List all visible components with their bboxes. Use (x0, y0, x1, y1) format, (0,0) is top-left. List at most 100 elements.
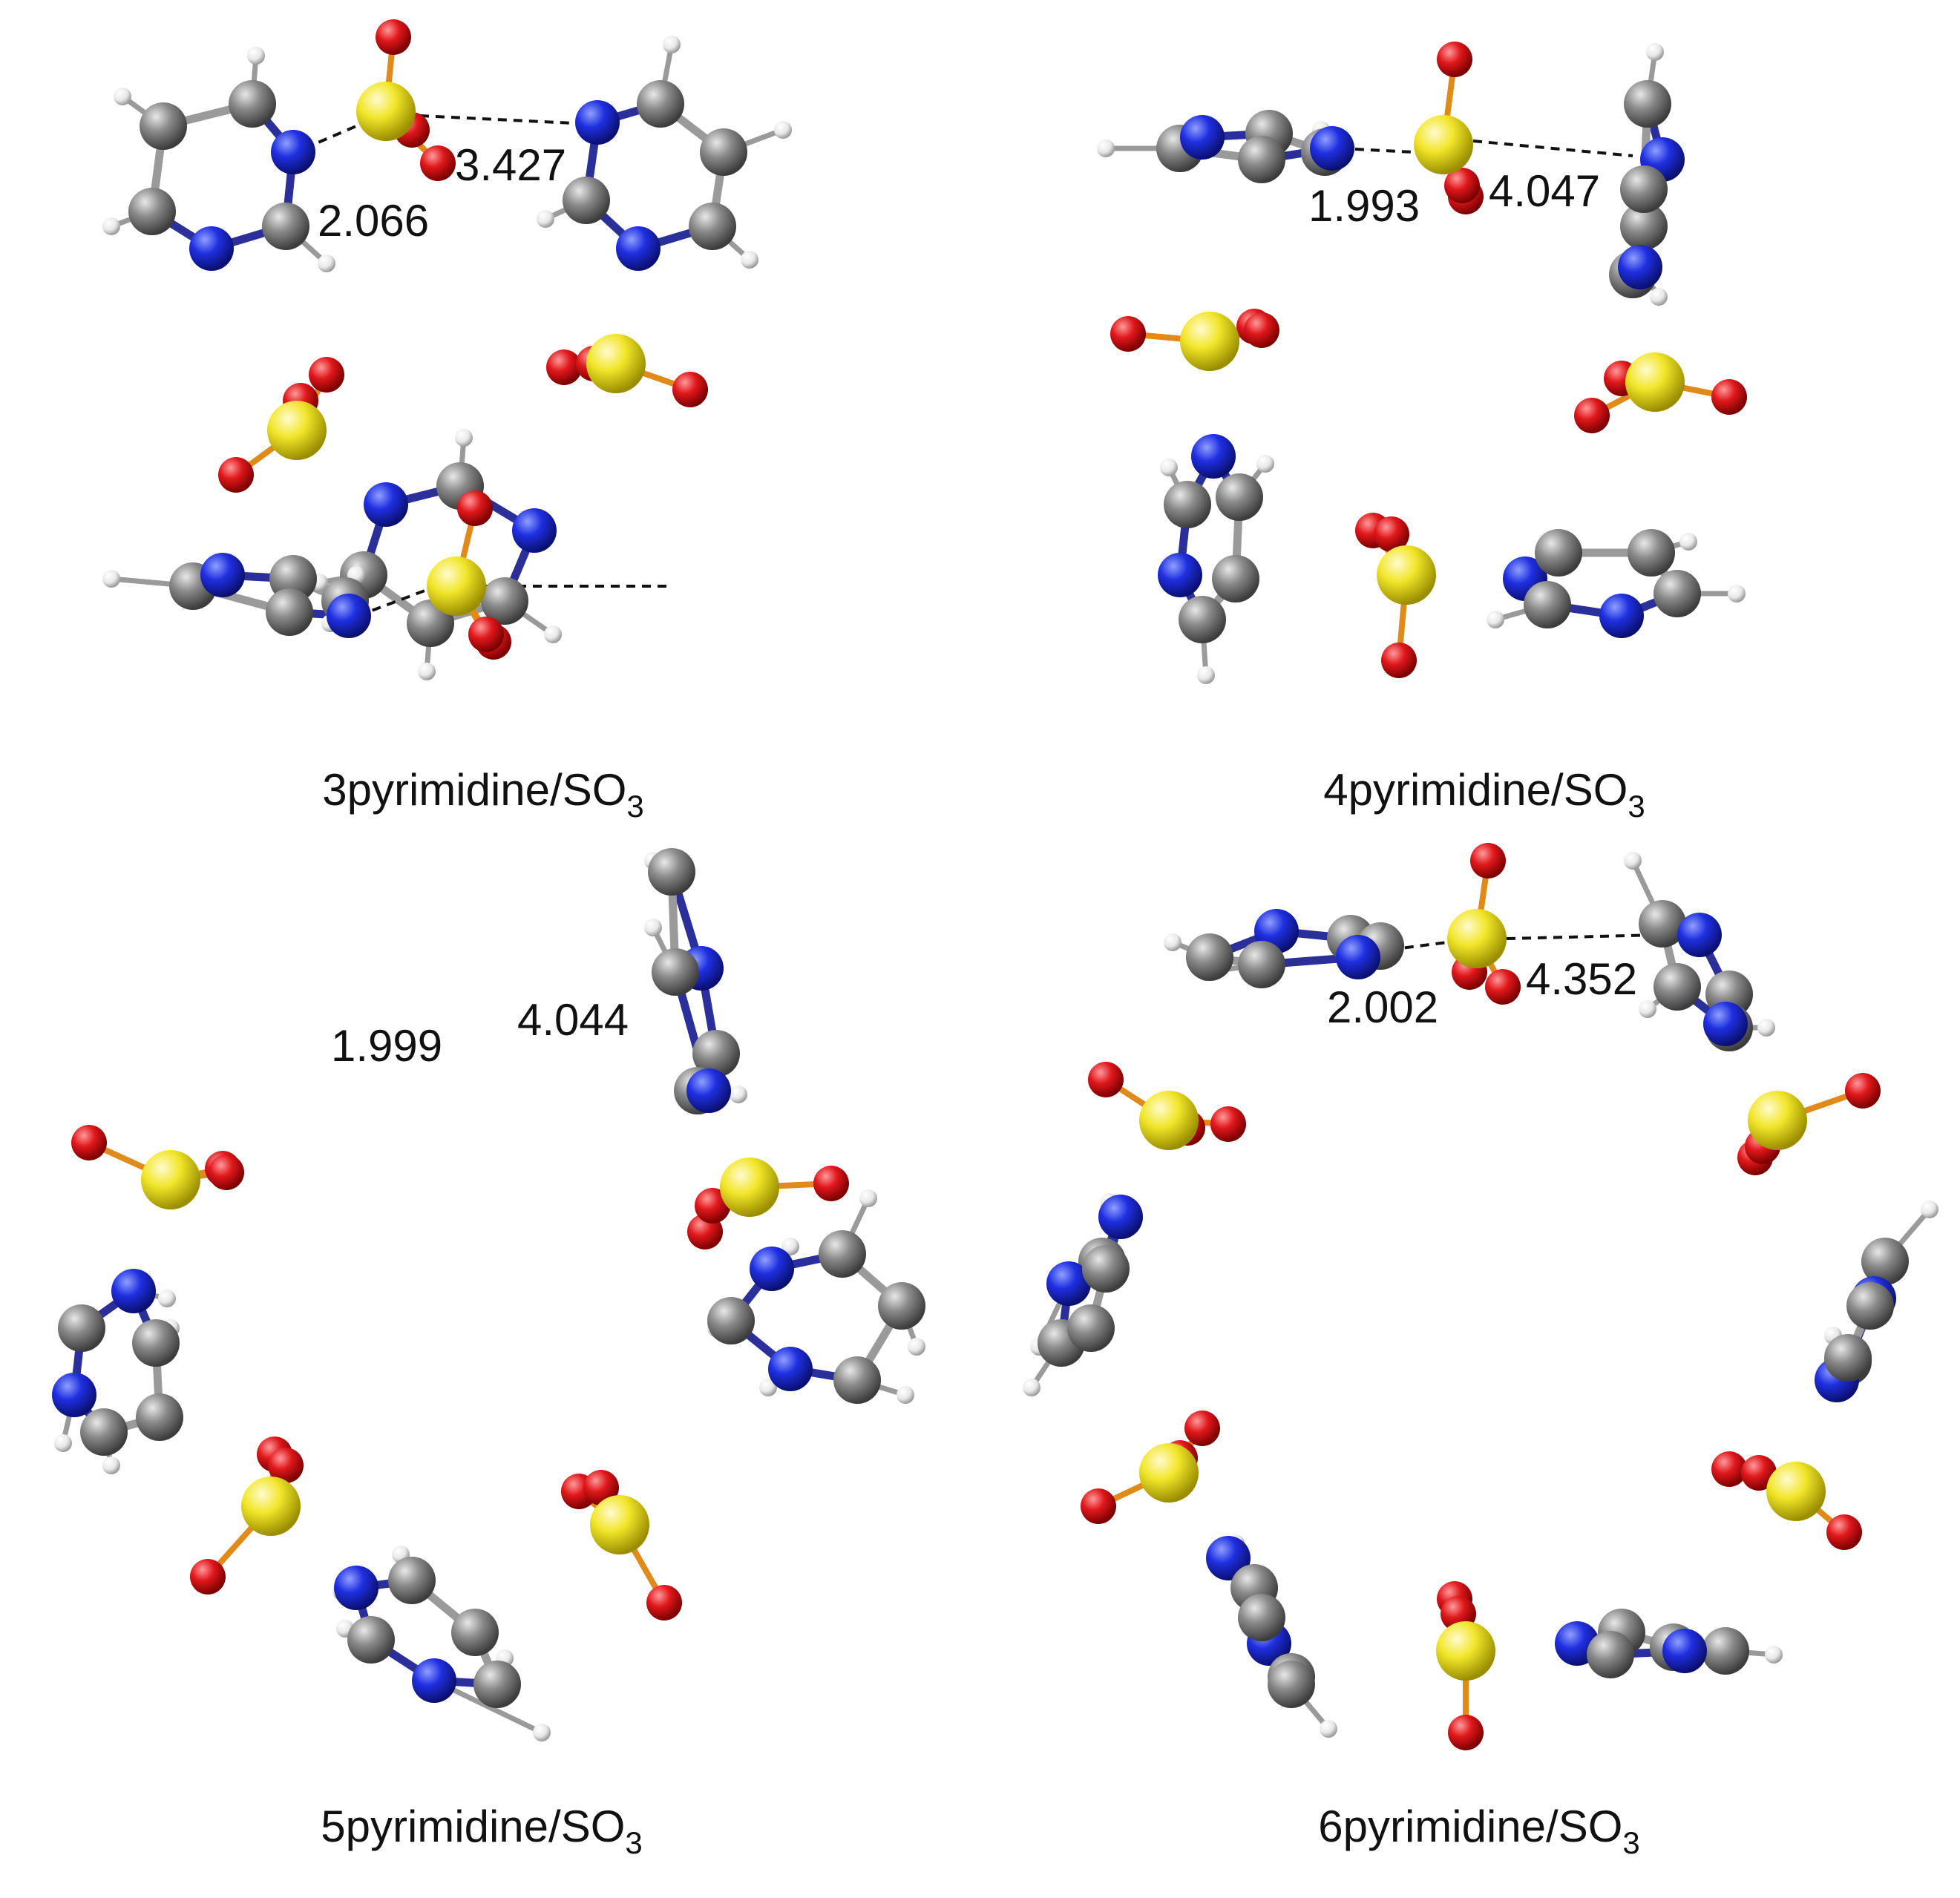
carbon-atom (1164, 481, 1211, 528)
carbon-atom (707, 1297, 755, 1344)
oxygen-atom (1081, 1488, 1116, 1524)
distance-label: 4.352 (1526, 954, 1637, 1004)
carbon-atom (1702, 1627, 1749, 1675)
hydrogen-atom (102, 570, 120, 588)
carbon-atom (262, 203, 309, 250)
distance-label: 2.066 (318, 196, 429, 246)
carbon-atom (1186, 933, 1233, 981)
oxygen-atom (583, 1470, 619, 1505)
carbon-atom (266, 588, 313, 636)
oxygen-atom (71, 1125, 107, 1160)
sulfur-atom (267, 401, 327, 460)
hydrogen-atom (663, 36, 681, 53)
carbon-atom (1535, 529, 1582, 577)
hydrogen-atom (1624, 852, 1642, 870)
carbon-atom (140, 102, 187, 150)
carbon-atom (692, 1030, 740, 1077)
nitrogen-atom (1662, 1629, 1707, 1673)
carbon-atom (1212, 555, 1259, 602)
carbon-atom (652, 948, 699, 996)
hydrogen-atom (1757, 1019, 1775, 1037)
sulfur-atom (1625, 352, 1685, 412)
hydrogen-atom (1023, 1379, 1040, 1396)
carbon-atom (1628, 529, 1675, 577)
caption-subscript: 3 (626, 789, 643, 824)
intermolecular-contact (1506, 933, 1659, 940)
hydrogen-atom (455, 429, 473, 447)
oxygen-atom (1437, 42, 1472, 77)
hydrogen-atom (1728, 585, 1746, 602)
panel-4-distances: 1.993 4.047 (1308, 166, 1600, 231)
panel-caption: 4pyrimidine/SO3 (1323, 765, 1645, 824)
oxygen-atom (1381, 643, 1417, 678)
hydrogen-atom (1160, 459, 1178, 476)
oxygen-atom (1741, 1455, 1777, 1491)
carbon-atom (700, 128, 747, 176)
sulfur-atom (1180, 312, 1239, 371)
caption-subscript: 3 (1628, 789, 1645, 824)
nitrogen-atom (189, 226, 234, 271)
hydrogen-atom (1197, 666, 1215, 684)
distance-label: 2.002 (1327, 982, 1438, 1032)
panel-5-distances: 1.999 4.044 (331, 995, 629, 1071)
carbon-atom (1624, 80, 1671, 128)
carbon-atom (347, 1616, 395, 1664)
oxygen-atom (457, 490, 493, 526)
distance-label: 1.993 (1308, 181, 1420, 231)
nitrogen-atom (512, 508, 557, 553)
hydrogen-atom (54, 1434, 72, 1452)
caption-text: 5pyrimidine/SO (321, 1802, 625, 1851)
hydrogen-atom (418, 663, 436, 680)
carbon-atom (1179, 596, 1226, 643)
oxygen-atom (1711, 1451, 1747, 1487)
sulfur-atom (427, 556, 486, 616)
hydrogen-atom (1256, 455, 1274, 473)
nitrogen-atom (271, 130, 315, 174)
nitrogen-atom (1336, 935, 1380, 979)
oxygen-atom (1184, 1411, 1220, 1446)
sulfur-atom (1139, 1443, 1199, 1503)
carbon-atom (689, 203, 736, 250)
hydrogen-atom (1650, 288, 1668, 306)
oxygen-atom (813, 1166, 849, 1201)
carbon-atom (1653, 570, 1701, 617)
carbon-atom (1268, 1661, 1315, 1708)
sulfur-atom (720, 1157, 779, 1217)
oxygen-atom (420, 145, 456, 181)
panel-3-distances: 2.066 3.427 (318, 140, 566, 246)
carbon-atom (58, 1304, 105, 1352)
hydrogen-atom (774, 121, 792, 139)
intermolecular-contact (1389, 941, 1448, 951)
panel-caption: 5pyrimidine/SO3 (321, 1802, 643, 1860)
nitrogen-atom (1310, 126, 1354, 171)
carbon-atom (833, 1356, 881, 1404)
oxygen-atom (468, 617, 504, 652)
caption-subscript: 3 (1622, 1825, 1639, 1860)
nitrogen-atom (111, 1269, 156, 1313)
oxygen-atom (1244, 312, 1279, 348)
nitrogen-atom (364, 482, 408, 527)
hydrogen-atom (1646, 43, 1664, 61)
oxygen-atom (672, 372, 708, 407)
hydrogen-atom (102, 217, 120, 235)
carbon-atom (128, 188, 176, 235)
sulfur-atom (1447, 909, 1507, 968)
carbon-atom (1824, 1334, 1872, 1382)
panel-6-distances: 2.002 4.352 (1327, 954, 1637, 1032)
nitrogen-atom (768, 1347, 813, 1391)
oxygen-atom (218, 457, 254, 493)
distance-label: 3.427 (455, 140, 566, 190)
carbon-atom (1082, 1245, 1130, 1293)
carbon-atom (648, 848, 695, 896)
hydrogen-atom (781, 1238, 799, 1255)
nitrogen-atom (750, 1247, 794, 1291)
hydrogen-atom (1164, 933, 1181, 951)
carbon-atom (136, 1393, 183, 1441)
oxygen-atom (190, 1559, 226, 1595)
hydrogen-atom (1097, 139, 1115, 157)
intermolecular-contact (404, 114, 589, 125)
sulfur-atom (141, 1150, 200, 1209)
carbon-atom (1861, 1238, 1909, 1285)
caption-subscript: 3 (625, 1825, 642, 1860)
nitrogen-atom (1098, 1195, 1143, 1239)
